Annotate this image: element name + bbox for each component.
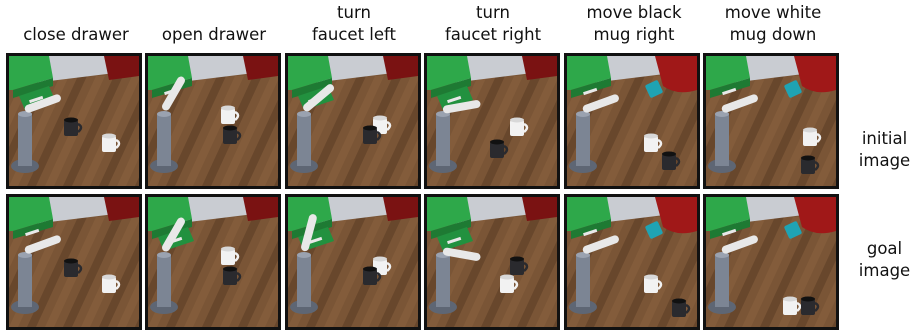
- black-mug: [801, 155, 820, 174]
- row-label-initial-image: initial image: [846, 128, 923, 172]
- row-label-text: initial: [861, 129, 908, 148]
- white-mug: [644, 274, 663, 293]
- column-label-text: close drawer: [23, 25, 129, 44]
- white-mug: [500, 274, 519, 293]
- goal-image-tile: [424, 194, 560, 330]
- row-label-text: image: [858, 151, 911, 170]
- black-mug: [662, 151, 681, 170]
- row-label-goal-image: goal image: [846, 238, 923, 282]
- goal-image-tile: [6, 194, 142, 330]
- black-mug: [801, 296, 820, 315]
- column-label-text: open drawer: [161, 25, 267, 44]
- column-label-text: turn: [337, 3, 371, 22]
- goal-image-tile: [703, 194, 839, 330]
- black-mug: [363, 125, 382, 144]
- initial-image-tile: [285, 53, 421, 189]
- row-label-text: image: [858, 261, 911, 280]
- column-label-text: faucet right: [444, 25, 542, 44]
- column-label-move-black-mug-right: move black mug right: [564, 2, 704, 46]
- column-label-text: turn: [476, 3, 510, 22]
- white-mug: [221, 105, 240, 124]
- black-mug: [672, 298, 691, 317]
- column-label-move-white-mug-down: move white mug down: [703, 2, 843, 46]
- column-label-text: faucet left: [311, 25, 397, 44]
- white-mug: [102, 133, 121, 152]
- white-mug: [803, 127, 822, 146]
- column-label-text: move white: [724, 3, 822, 22]
- column-label-open-drawer: open drawer: [144, 24, 284, 46]
- goal-image-tile: [145, 194, 281, 330]
- initial-image-tile: [703, 53, 839, 189]
- goal-image-tile: [285, 194, 421, 330]
- column-label-text: mug down: [729, 25, 817, 44]
- initial-image-tile: [145, 53, 281, 189]
- column-label-turn-faucet-right: turn faucet right: [423, 2, 563, 46]
- black-mug: [363, 266, 382, 285]
- column-label-close-drawer: close drawer: [6, 24, 146, 46]
- initial-image-tile: [6, 53, 142, 189]
- white-mug: [783, 296, 802, 315]
- column-label-turn-faucet-left: turn faucet left: [284, 2, 424, 46]
- column-label-text: move black: [586, 3, 682, 22]
- black-mug: [223, 125, 242, 144]
- initial-image-tile: [564, 53, 700, 189]
- black-mug: [64, 258, 83, 277]
- black-mug: [510, 256, 529, 275]
- initial-image-tile: [424, 53, 560, 189]
- column-label-text: mug right: [593, 25, 675, 44]
- black-mug: [223, 266, 242, 285]
- white-mug: [644, 133, 663, 152]
- goal-image-tile: [564, 194, 700, 330]
- black-mug: [64, 117, 83, 136]
- white-mug: [102, 274, 121, 293]
- white-mug: [221, 246, 240, 265]
- white-mug: [510, 117, 529, 136]
- black-mug: [490, 139, 509, 158]
- row-label-text: goal: [866, 239, 903, 258]
